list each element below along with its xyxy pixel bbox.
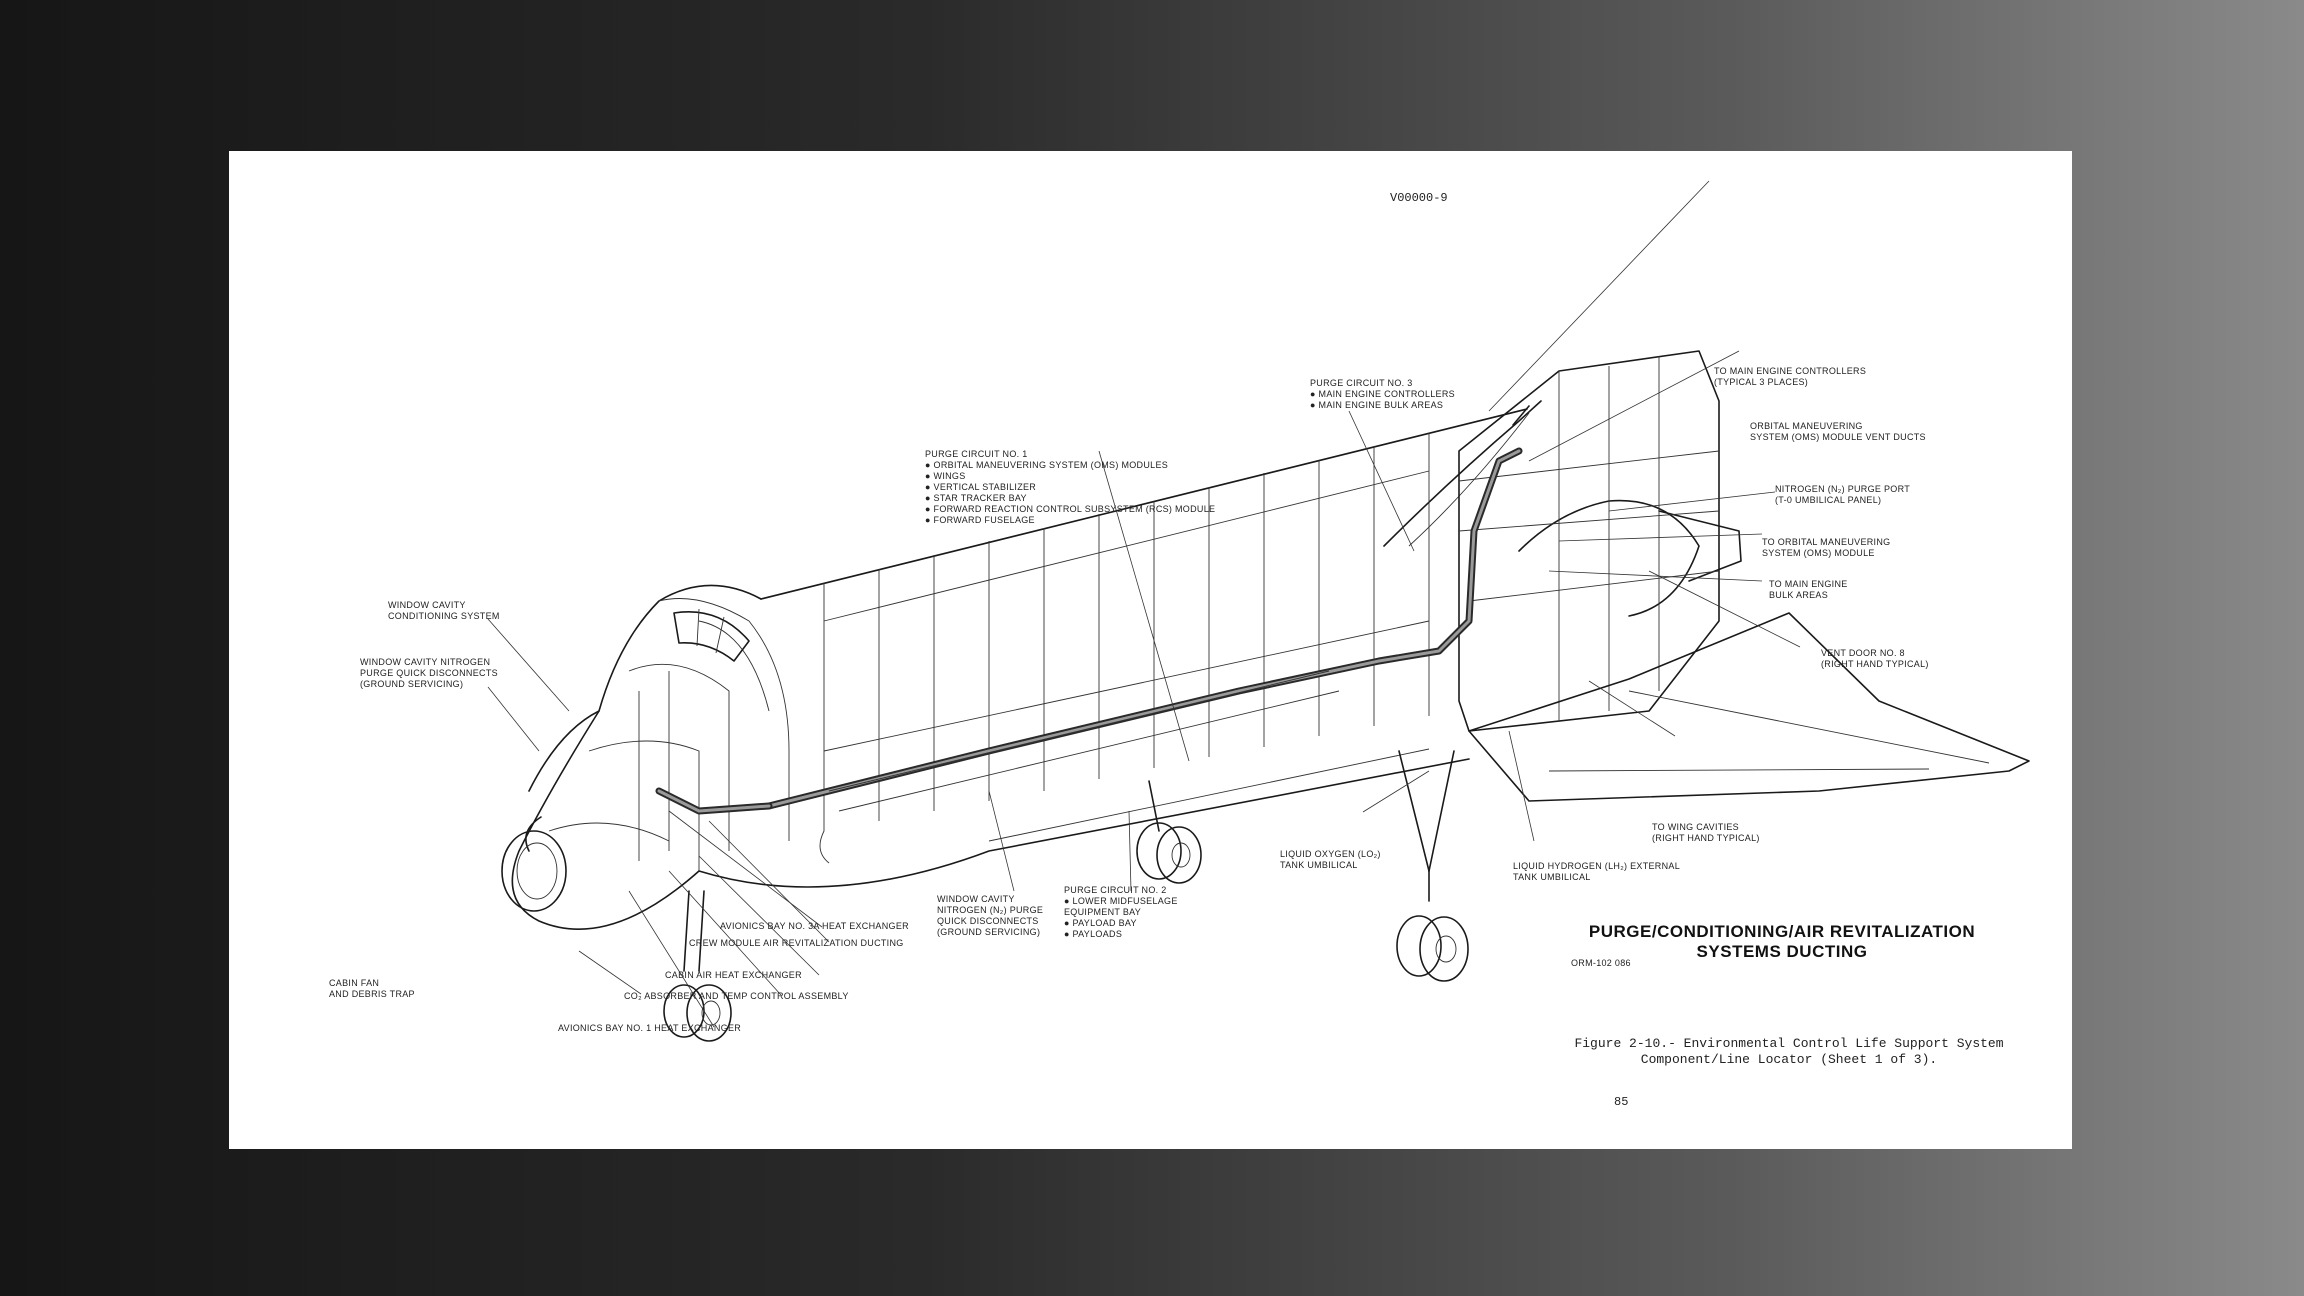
callout-wcm-line3: QUICK DISCONNECTS	[937, 916, 1039, 926]
figure-caption-line2: Component/Line Locator (Sheet 1 of 3).	[1641, 1052, 1937, 1067]
callout-vent-door: VENT DOOR NO. 8 (RIGHT HAND TYPICAL)	[1821, 648, 1929, 669]
callout-oms-module-line2: SYSTEM (OMS) MODULE	[1762, 548, 1875, 558]
callout-crew-module-ducting: CREW MODULE AIR REVITALIZATION DUCTING	[689, 938, 904, 948]
callout-purge2-line3: EQUIPMENT BAY	[1064, 907, 1141, 917]
callout-purge2-line5: ● PAYLOADS	[1064, 929, 1122, 939]
orbiter-cutaway-drawing	[501, 350, 2030, 1042]
callout-cabin-fan: CABIN FAN AND DEBRIS TRAP	[329, 978, 415, 999]
callout-purge1-line3: ● WINGS	[925, 471, 966, 481]
callout-purge3-line2: ● MAIN ENGINE CONTROLLERS	[1310, 389, 1455, 399]
callout-to-oms-module: TO ORBITAL MANEUVERING SYSTEM (OMS) MODU…	[1762, 537, 1890, 558]
callout-purge3-line3: ● MAIN ENGINE BULK AREAS	[1310, 400, 1443, 410]
callout-oms-vent-line2: SYSTEM (OMS) MODULE VENT DUCTS	[1750, 432, 1926, 442]
callout-lh2-line1: LIQUID HYDROGEN (LH₂) EXTERNAL	[1513, 861, 1680, 871]
callout-purge1-line6: ● FORWARD REACTION CONTROL SUBSYSTEM (RC…	[925, 504, 1215, 514]
callout-main-engine-bulk: TO MAIN ENGINE BULK AREAS	[1769, 579, 1848, 600]
figure-title-line1: PURGE/CONDITIONING/AIR REVITALIZATION	[1589, 922, 1975, 941]
callout-wing-line2: (RIGHT HAND TYPICAL)	[1652, 833, 1760, 843]
callout-vent-door-line2: (RIGHT HAND TYPICAL)	[1821, 659, 1929, 669]
figure-title-line2: SYSTEMS DUCTING	[1697, 942, 1868, 961]
callout-oms-vent-ducts: ORBITAL MANEUVERING SYSTEM (OMS) MODULE …	[1750, 421, 1926, 442]
callout-cabin-air-hx: CABIN AIR HEAT EXCHANGER	[665, 970, 802, 980]
callout-lo2-line1: LIQUID OXYGEN (LO₂)	[1280, 849, 1381, 859]
callout-purge1-line1: PURGE CIRCUIT NO. 1	[925, 449, 1028, 459]
callout-n2port-line1: NITROGEN (N₂) PURGE PORT	[1775, 484, 1910, 494]
callout-lo2-umbilical: LIQUID OXYGEN (LO₂) TANK UMBILICAL	[1280, 849, 1381, 870]
callout-cabin-fan-line1: CABIN FAN	[329, 978, 379, 988]
callout-wcc-line1: WINDOW CAVITY	[388, 600, 466, 610]
callout-wcn-line1: WINDOW CAVITY NITROGEN	[360, 657, 490, 667]
callout-purge2-line2: ● LOWER MIDFUSELAGE	[1064, 896, 1178, 906]
callout-lo2-line2: TANK UMBILICAL	[1280, 860, 1358, 870]
callout-cabin-fan-line2: AND DEBRIS TRAP	[329, 989, 415, 999]
callout-wcn-line3: (GROUND SERVICING)	[360, 679, 463, 689]
callout-co2-absorber: CO₂ ABSORBER AND TEMP CONTROL ASSEMBLY	[624, 991, 849, 1001]
callout-oms-module-line1: TO ORBITAL MANEUVERING	[1762, 537, 1890, 547]
shuttle-ducting-diagram: V00000-9 85 ORM-102 086 PURGE/CONDITIONI…	[329, 180, 2030, 1109]
callout-lh2-umbilical: LIQUID HYDROGEN (LH₂) EXTERNAL TANK UMBI…	[1513, 861, 1680, 882]
callout-n2-purge-port: NITROGEN (N₂) PURGE PORT (T-0 UMBILICAL …	[1775, 484, 1910, 505]
callout-wcm-line1: WINDOW CAVITY	[937, 894, 1015, 904]
callout-avionics-bay-1: AVIONICS BAY NO. 1 HEAT EXCHANGER	[558, 1023, 741, 1033]
callout-purge2-line4: ● PAYLOAD BAY	[1064, 918, 1137, 928]
callout-wcm-line2: NITROGEN (N₂) PURGE	[937, 905, 1043, 915]
callout-wing-line1: TO WING CAVITIES	[1652, 822, 1739, 832]
callout-bulk-line2: BULK AREAS	[1769, 590, 1828, 600]
callout-lh2-line2: TANK UMBILICAL	[1513, 872, 1591, 882]
callout-purge-circuit-2: PURGE CIRCUIT NO. 2 ● LOWER MIDFUSELAGE …	[1064, 885, 1178, 939]
callout-window-cavity-n2-disconnects: WINDOW CAVITY NITROGEN PURGE QUICK DISCO…	[360, 657, 498, 689]
callout-wcc-line2: CONDITIONING SYSTEM	[388, 611, 500, 621]
callout-avionics-bay-3a: AVIONICS BAY NO. 3A HEAT EXCHANGER	[720, 921, 909, 931]
callout-purge2-line1: PURGE CIRCUIT NO. 2	[1064, 885, 1167, 895]
callout-window-cavity-conditioning: WINDOW CAVITY CONDITIONING SYSTEM	[388, 600, 500, 621]
callout-mec-line2: (TYPICAL 3 PLACES)	[1714, 377, 1808, 387]
doc-id: V00000-9	[1390, 191, 1448, 205]
figure-caption-line1: Figure 2-10.- Environmental Control Life…	[1574, 1036, 2003, 1051]
callout-mec-line1: TO MAIN ENGINE CONTROLLERS	[1714, 366, 1866, 376]
callout-wcm-line4: (GROUND SERVICING)	[937, 927, 1040, 937]
document-page: V00000-9 85 ORM-102 086 PURGE/CONDITIONI…	[229, 151, 2072, 1149]
callout-oms-vent-line1: ORBITAL MANEUVERING	[1750, 421, 1863, 431]
callout-wcn-line2: PURGE QUICK DISCONNECTS	[360, 668, 498, 678]
callout-wing-cavities: TO WING CAVITIES (RIGHT HAND TYPICAL)	[1652, 822, 1760, 843]
callout-purge1-line5: ● STAR TRACKER BAY	[925, 493, 1027, 503]
callout-purge1-line4: ● VERTICAL STABILIZER	[925, 482, 1036, 492]
callout-main-engine-controllers: TO MAIN ENGINE CONTROLLERS (TYPICAL 3 PL…	[1714, 366, 1866, 387]
callout-window-cavity-n2-mid: WINDOW CAVITY NITROGEN (N₂) PURGE QUICK …	[937, 894, 1043, 937]
callout-purge-circuit-3: PURGE CIRCUIT NO. 3 ● MAIN ENGINE CONTRO…	[1310, 378, 1455, 410]
page-number: 85	[1614, 1095, 1628, 1109]
callout-leader-lines	[487, 180, 1801, 1028]
callout-vent-door-line1: VENT DOOR NO. 8	[1821, 648, 1905, 658]
callout-purge1-line2: ● ORBITAL MANEUVERING SYSTEM (OMS) MODUL…	[925, 460, 1168, 470]
callout-bulk-line1: TO MAIN ENGINE	[1769, 579, 1848, 589]
callout-n2port-line2: (T-0 UMBILICAL PANEL)	[1775, 495, 1881, 505]
drawing-number: ORM-102 086	[1571, 958, 1631, 968]
callout-purge3-line1: PURGE CIRCUIT NO. 3	[1310, 378, 1413, 388]
callout-purge1-line7: ● FORWARD FUSELAGE	[925, 515, 1035, 525]
callout-purge-circuit-1: PURGE CIRCUIT NO. 1 ● ORBITAL MANEUVERIN…	[925, 449, 1215, 525]
